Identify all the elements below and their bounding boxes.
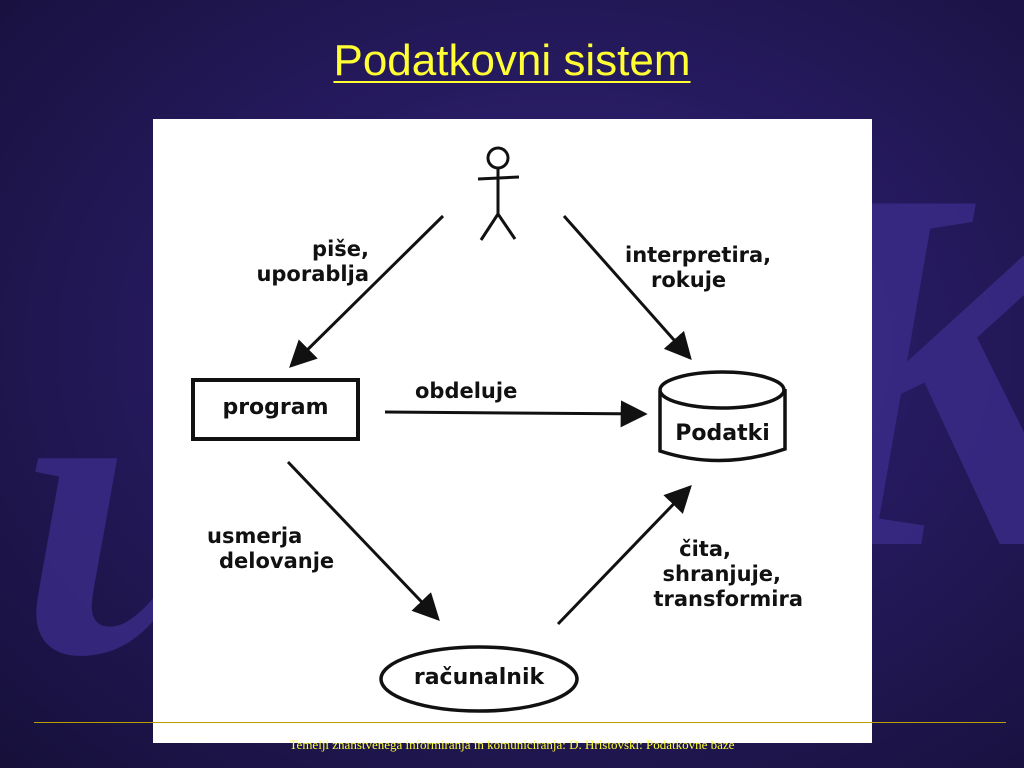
label-cita-shranjuje-transformira: čita, shranjuje, transformira: [623, 537, 803, 612]
footer-rule: [34, 722, 1006, 723]
label-line: rokuje: [651, 268, 727, 292]
label-line: transformira: [653, 587, 803, 611]
program-label: program: [222, 395, 329, 420]
arrow-racunalnik-to-podatki: [556, 485, 692, 626]
label-line: čita,: [679, 537, 731, 561]
arrow-user-to-program: [289, 214, 445, 368]
label-line: piše,: [312, 237, 369, 261]
racunalnik-label: računalnik: [413, 665, 545, 690]
label-line: shranjuje,: [662, 562, 782, 586]
arrow-user-to-podatki: [562, 215, 692, 361]
racunalnik-ellipse: [379, 645, 579, 713]
label-pise-uporablja: piše, uporablja: [219, 237, 369, 287]
label-line: interpretira,: [625, 243, 772, 267]
label-line: usmerja: [207, 524, 303, 548]
label-line: delovanje: [219, 549, 335, 573]
label-usmerja-delovanje: usmerja delovanje: [205, 524, 334, 574]
data-system-diagram: program Podatki računalnik piše, uporabl…: [153, 119, 872, 743]
podatki-label: Podatki: [675, 421, 770, 446]
slide-title: Podatkovni sistem: [333, 36, 691, 85]
arrow-program-to-podatki: [384, 400, 648, 428]
diagram-canvas: [191, 146, 787, 713]
podatki-cylinder: [658, 370, 787, 463]
label-line: uporablja: [256, 262, 369, 286]
arrow-program-to-racunalnik: [286, 460, 440, 621]
program-box: [191, 378, 360, 441]
label-interpretira-rokuje: interpretira, rokuje: [625, 243, 771, 293]
label-obdeluje: obdeluje: [415, 379, 518, 403]
footer-text: Temelji znanstvenega informiranja in kom…: [289, 737, 735, 752]
user-icon: [477, 146, 520, 241]
